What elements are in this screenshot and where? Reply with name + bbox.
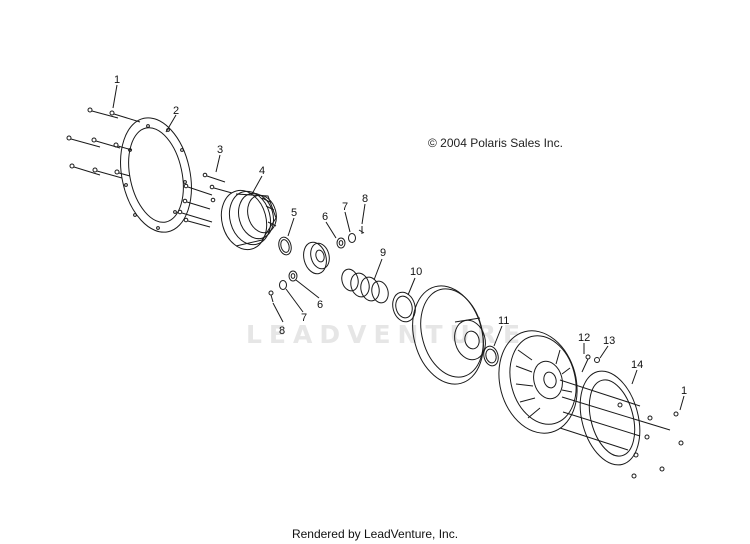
ring-washer: [392, 291, 416, 323]
callout-labels: 1 2 3 4 5 6 7 8 6 7 8 9 10 11 12 13 14 1: [114, 74, 687, 397]
cover-ring: [579, 370, 641, 466]
fan-sheave: [498, 330, 578, 434]
callout-7-upper: 7: [342, 201, 348, 213]
callout-10: 10: [410, 266, 422, 278]
callout-6-upper: 6: [322, 211, 328, 223]
callout-2: 2: [173, 105, 179, 117]
watermark: LEADVENTURE: [246, 320, 528, 349]
footer-credit: Rendered by LeadVenture, Inc.: [291, 527, 459, 541]
callout-5: 5: [291, 207, 297, 219]
gasket-ring: [120, 117, 192, 233]
callout-13: 13: [603, 335, 615, 347]
callout-8-lower: 8: [279, 325, 285, 337]
bearing: [303, 241, 330, 275]
callout-3: 3: [217, 144, 223, 156]
callout-11: 11: [498, 315, 509, 327]
callout-12: 12: [578, 332, 590, 344]
small-ring: [483, 345, 499, 367]
callout-8-upper: 8: [362, 193, 368, 205]
callout-1-top: 1: [114, 74, 120, 86]
lower-hardware: [268, 270, 298, 303]
bolts-right: [559, 379, 684, 479]
callout-4: 4: [259, 165, 265, 177]
upper-hardware: [336, 226, 365, 249]
bolts-left: [66, 107, 141, 179]
o-ring: [278, 236, 292, 256]
callout-9: 9: [380, 247, 386, 259]
sheave-disc: [412, 285, 486, 385]
callout-7-lower: 7: [301, 312, 307, 324]
callout-1-right: 1: [681, 385, 687, 397]
copyright-text: © 2004 Polaris Sales Inc.: [428, 136, 563, 150]
callout-6-lower: 6: [317, 299, 323, 311]
leader-lines: [112, 84, 685, 411]
callout-14: 14: [631, 359, 643, 371]
screws-small: [177, 172, 233, 228]
spring: [341, 268, 389, 304]
small-parts-right: [581, 354, 600, 373]
housing: [220, 189, 277, 251]
